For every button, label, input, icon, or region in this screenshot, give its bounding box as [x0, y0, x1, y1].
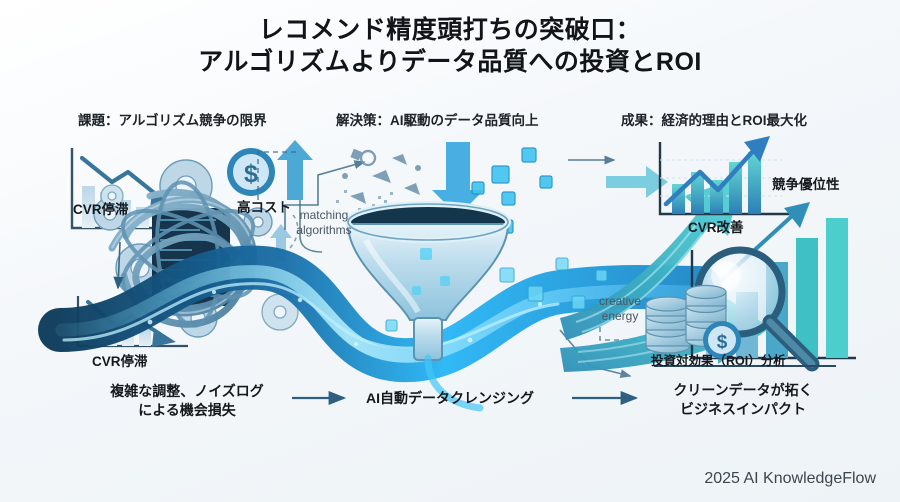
label-roi-analysis: 投資対効果（ROI）分析 [651, 354, 786, 368]
label-high-cost: 高コスト [237, 200, 291, 215]
label-creative-energy: creative energy [588, 294, 652, 324]
caption-result: クリーンデータが拓く ビジネスインパクト [654, 381, 832, 419]
title-line-2: アルゴリズムよりデータ品質への投資とROI [198, 48, 702, 76]
matching-algorithms-line-1: matching [299, 208, 349, 222]
label-cvr-improvement: CVR改善 [688, 220, 744, 235]
tangled-wires-gears-icon [93, 159, 273, 338]
column-header-problem: 課題：アルゴリズム競争の限界 [78, 113, 267, 128]
connector-arrows [113, 151, 640, 379]
caption-result-line-1: クリーンデータが拓く [673, 382, 813, 398]
label-cvr-stagnation-bottom: CVR停滞 [92, 354, 148, 369]
page-title: レコメンド精度頭打ちの突破口： アルゴリズムよりデータ品質への投資とROI [0, 14, 900, 78]
caption-problem-line-2: による機会損失 [138, 401, 236, 418]
caption-problem-line-1: 複雑な調整、ノイズログ [110, 383, 264, 399]
svg-text:$: $ [244, 160, 258, 188]
noisy-data-fragments-icon [336, 148, 421, 217]
coin-stack-icon: $ [645, 284, 741, 359]
label-competitive-advantage: 競争優位性 [772, 177, 840, 192]
matching-algorithms-line-2: algorithms [296, 223, 352, 237]
dollar-coin-icon: $ [227, 148, 275, 196]
creative-energy-line-2: energy [601, 309, 639, 323]
data-funnel-icon [345, 201, 511, 412]
magnifying-glass-icon [694, 246, 820, 372]
creative-energy-line-1: creative [598, 294, 642, 308]
declining-bar-chart-icon [76, 296, 188, 348]
column-header-solution: 解決策：AI駆動のデータ品質向上 [336, 113, 539, 128]
title-line-1: レコメンド精度頭打ちの突破口： [258, 16, 642, 44]
input-down-arrow-icon [432, 142, 484, 216]
growth-bar-chart-icon [658, 136, 790, 216]
caption-solution: AI自動データクレンジング [366, 390, 534, 406]
small-teal-arrow-icon [606, 166, 668, 198]
caption-problem: 複雑な調整、ノイズログ による機会損失 [84, 382, 290, 420]
column-header-result: 成果：経済的理由とROI最大化 [621, 113, 808, 128]
label-cvr-stagnation-top: CVR停滞 [73, 202, 129, 217]
label-matching-algorithms: matching algorithms [291, 208, 357, 238]
footer-attribution: 2025 AI KnowledgeFlow [704, 470, 876, 487]
clean-data-squares-icon [385, 147, 608, 332]
caption-result-line-2: ビジネスインパクト [680, 400, 806, 417]
